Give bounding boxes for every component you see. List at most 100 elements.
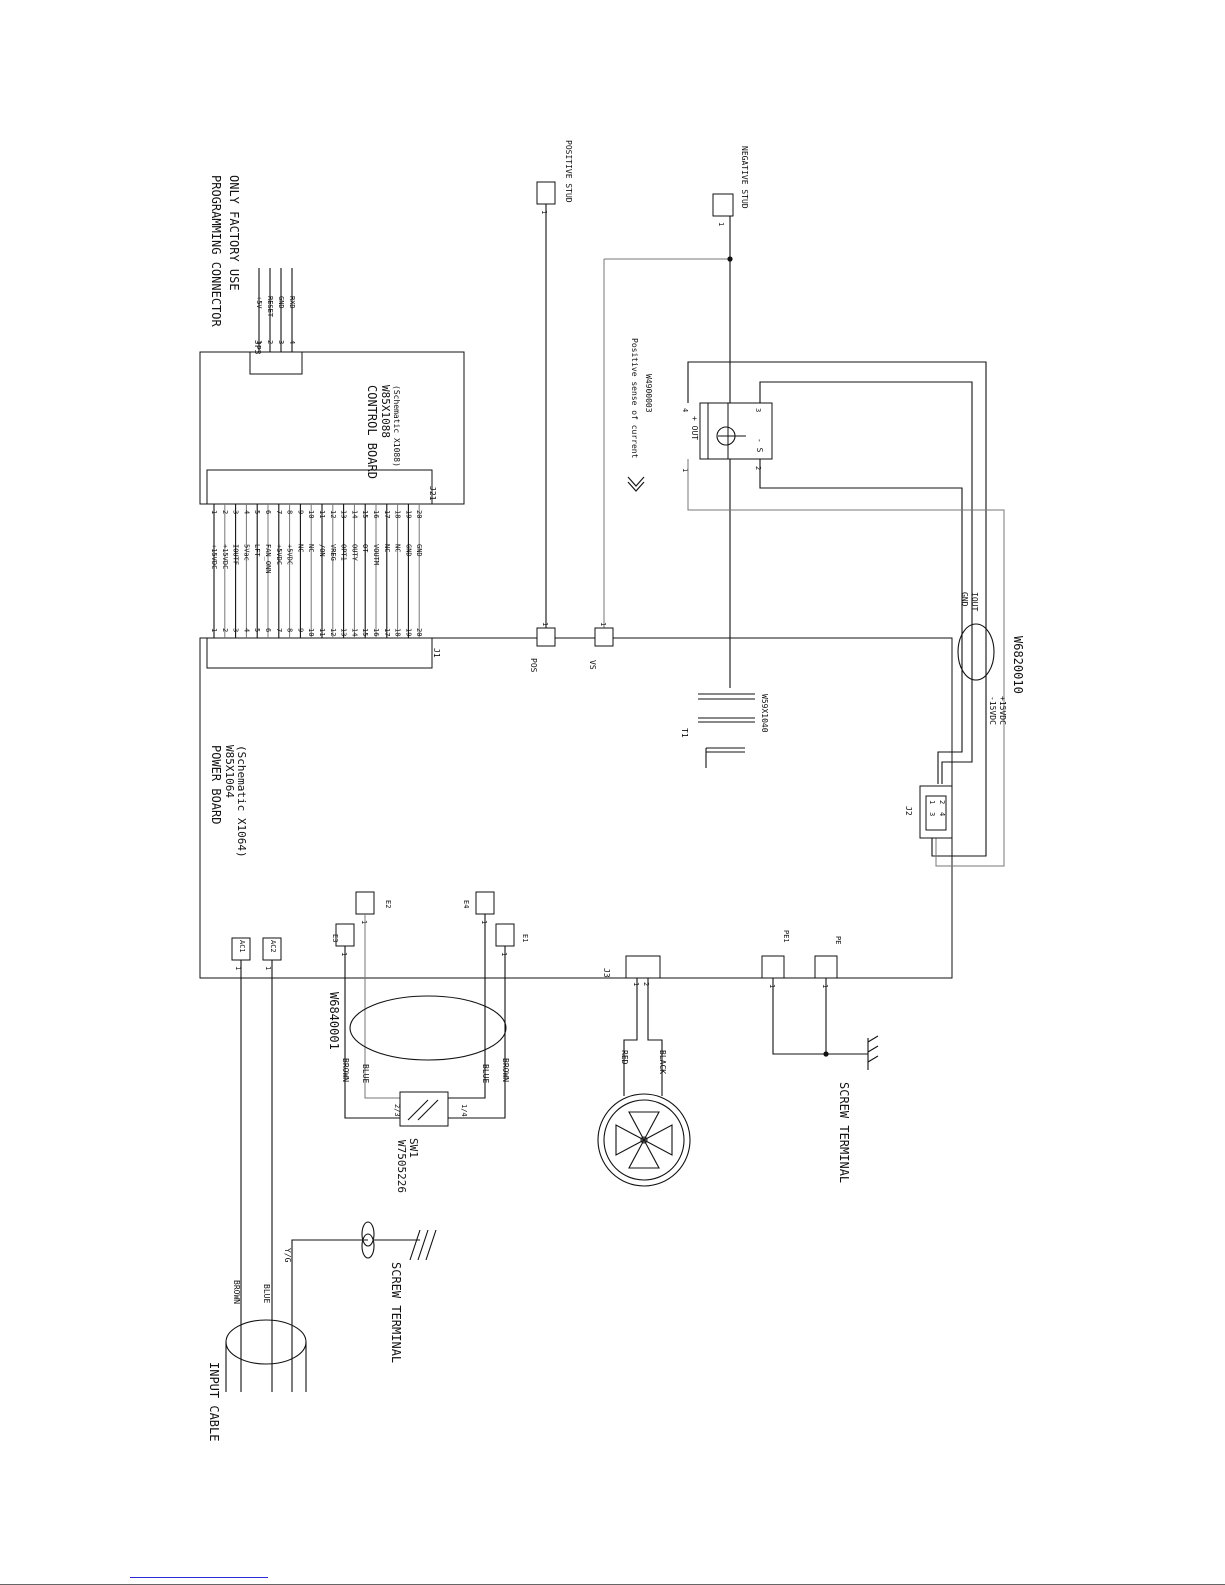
pe-pin: 1	[821, 984, 829, 988]
jp3-ref: JP3	[253, 340, 262, 355]
current-sensor-out: + OUT	[690, 416, 699, 440]
fan-wire-red-label: RED	[620, 1050, 629, 1065]
sensor-loop-lower-b	[687, 459, 1005, 867]
j21-ref: J21	[428, 486, 437, 501]
ferrite-ring-b	[361, 1233, 375, 1259]
input-wire-yg	[291, 1239, 368, 1392]
ac1-label: AC1	[238, 940, 246, 953]
ribbon-signal-label: OPT1	[340, 544, 348, 561]
programming-subtitle: ONLY FACTORY USE	[227, 175, 241, 291]
power-board-outline	[199, 637, 953, 979]
ribbon-pin-number-bottom: 13	[340, 628, 348, 636]
terminal-e1-pin: 1	[500, 952, 508, 956]
ribbon-pin-number-bottom: 1	[210, 628, 218, 632]
fan-housing-outer	[597, 1093, 691, 1187]
j2-pin-4: 4	[938, 812, 946, 816]
ribbon-pin-number-top: 2	[221, 510, 229, 514]
terminal-e2-pin: 1	[360, 920, 368, 924]
ribbon-pin-number-top: 3	[232, 510, 240, 514]
pe-terminal	[814, 955, 838, 979]
wire-e1-sw	[448, 946, 506, 1119]
ribbon-pin-number-top: 5	[253, 510, 261, 514]
ribbon-pin-number-top: 17	[383, 510, 391, 518]
cable-j2-p15: +15VDC	[998, 696, 1007, 725]
pe1-pin: 1	[768, 984, 776, 988]
ac2-label: AC2	[269, 940, 277, 953]
j3-connector	[625, 955, 661, 979]
ribbon-pin-number-top: 11	[318, 510, 326, 518]
j2-pin-2: 2	[938, 800, 946, 804]
wire-e3-sw	[344, 946, 400, 1119]
t1-ref: T1	[680, 728, 689, 738]
ribbon-pin-number-top: 8	[286, 510, 294, 514]
cable-tie-j2	[957, 623, 995, 681]
power-board-title: POWER BOARD	[209, 745, 223, 824]
fan-wire-black-label: BLACK	[658, 1050, 667, 1074]
pos-connector-label: POS	[529, 658, 538, 673]
j3-pin-2: 2	[642, 982, 650, 986]
ribbon-pin-number-bottom: 12	[329, 628, 337, 636]
ribbon-signal-label: /ON	[318, 544, 326, 557]
fan-hub	[640, 1136, 648, 1144]
vs-connector-label: VS	[588, 660, 597, 670]
ribbon-pin-number-top: 13	[340, 510, 348, 518]
ground-screw-terminal: SCREW TERMINAL	[837, 1082, 851, 1183]
terminal-e3-pin: 1	[340, 952, 348, 956]
positive-stud-terminal	[536, 181, 556, 205]
switch-contact-a	[407, 1099, 429, 1121]
ribbon-signal-label: NC	[296, 544, 304, 552]
ribbon-pin-number-bottom: 7	[275, 628, 283, 632]
ribbon-pin-number-bottom: 18	[394, 628, 402, 636]
current-direction-arrow	[627, 476, 645, 492]
power-board-schematic: (Schematic X1064)	[235, 745, 248, 858]
connector-j1-body	[206, 637, 433, 669]
sensor-pin-1: 1	[681, 468, 689, 472]
ribbon-signal-label: NC	[383, 544, 391, 552]
vs-pin: 1	[599, 622, 607, 626]
terminal-e1	[495, 923, 515, 947]
control-board-title: CONTROL BOARD	[365, 385, 379, 479]
input-wire-brown-label: BROWN	[232, 1280, 241, 1304]
j1-ref: J1	[432, 648, 441, 658]
ribbon-pin-number-top: 20	[415, 510, 423, 518]
j2-pin-3: 3	[928, 812, 936, 816]
ribbon-signal-label: +15VDC	[221, 544, 229, 569]
sensor-pin-4: 4	[681, 408, 689, 412]
ribbon-signal-label: GND	[404, 544, 412, 557]
positive-stud-label: POSITIVE STUD	[564, 140, 573, 203]
j3-pin-1: 1	[632, 982, 640, 986]
ribbon-signal-label: GND	[415, 544, 423, 557]
pos-connector	[536, 627, 556, 647]
programming-title: PROGRAMMING CONNECTOR	[209, 175, 223, 327]
power-board-part: W85X1064	[223, 745, 236, 798]
negative-stud-label: NEGATIVE STUD	[740, 146, 749, 209]
jp3-pin-number: 1	[255, 340, 263, 344]
ribbon-pin-number-bottom: 16	[372, 628, 380, 636]
input-wire-yg-label: Y/G	[283, 1248, 292, 1263]
input-cable-title: INPUT CABLE	[207, 1362, 221, 1441]
ac2-pin: 1	[264, 966, 272, 970]
pe1-ground-wire	[772, 978, 868, 1055]
ribbon-pin-number-top: 15	[361, 510, 369, 518]
ribbon-signal-label: 5Vac	[242, 544, 250, 561]
ribbon-pin-number-bottom: 19	[404, 628, 412, 636]
ribbon-signal-label: NC	[394, 544, 402, 552]
ribbon-pin-number-top: 18	[394, 510, 402, 518]
ribbon-pin-number-bottom: 3	[232, 628, 240, 632]
current-sensor-part: W4900003	[644, 374, 653, 413]
ribbon-pin-number-top: 7	[275, 510, 283, 514]
terminal-e4	[475, 891, 495, 915]
terminal-e4-label: E4	[462, 900, 470, 908]
ribbon-pin-number-top: 19	[404, 510, 412, 518]
negative-stud-pin: 1	[717, 222, 725, 226]
jp3-pin-label: GND	[277, 296, 285, 309]
wire-e2-sw	[364, 914, 400, 1099]
fan-wire-red	[623, 978, 638, 1096]
footer-link-underline	[130, 1577, 268, 1578]
terminal-e1-label: E1	[521, 934, 529, 942]
current-sense-title: Positive sense of current	[630, 338, 639, 459]
sensor-pin-2: 2	[754, 466, 762, 470]
ribbon-pin-number-bottom: 20	[415, 628, 423, 636]
ribbon-pin-number-top: 1	[210, 510, 218, 514]
